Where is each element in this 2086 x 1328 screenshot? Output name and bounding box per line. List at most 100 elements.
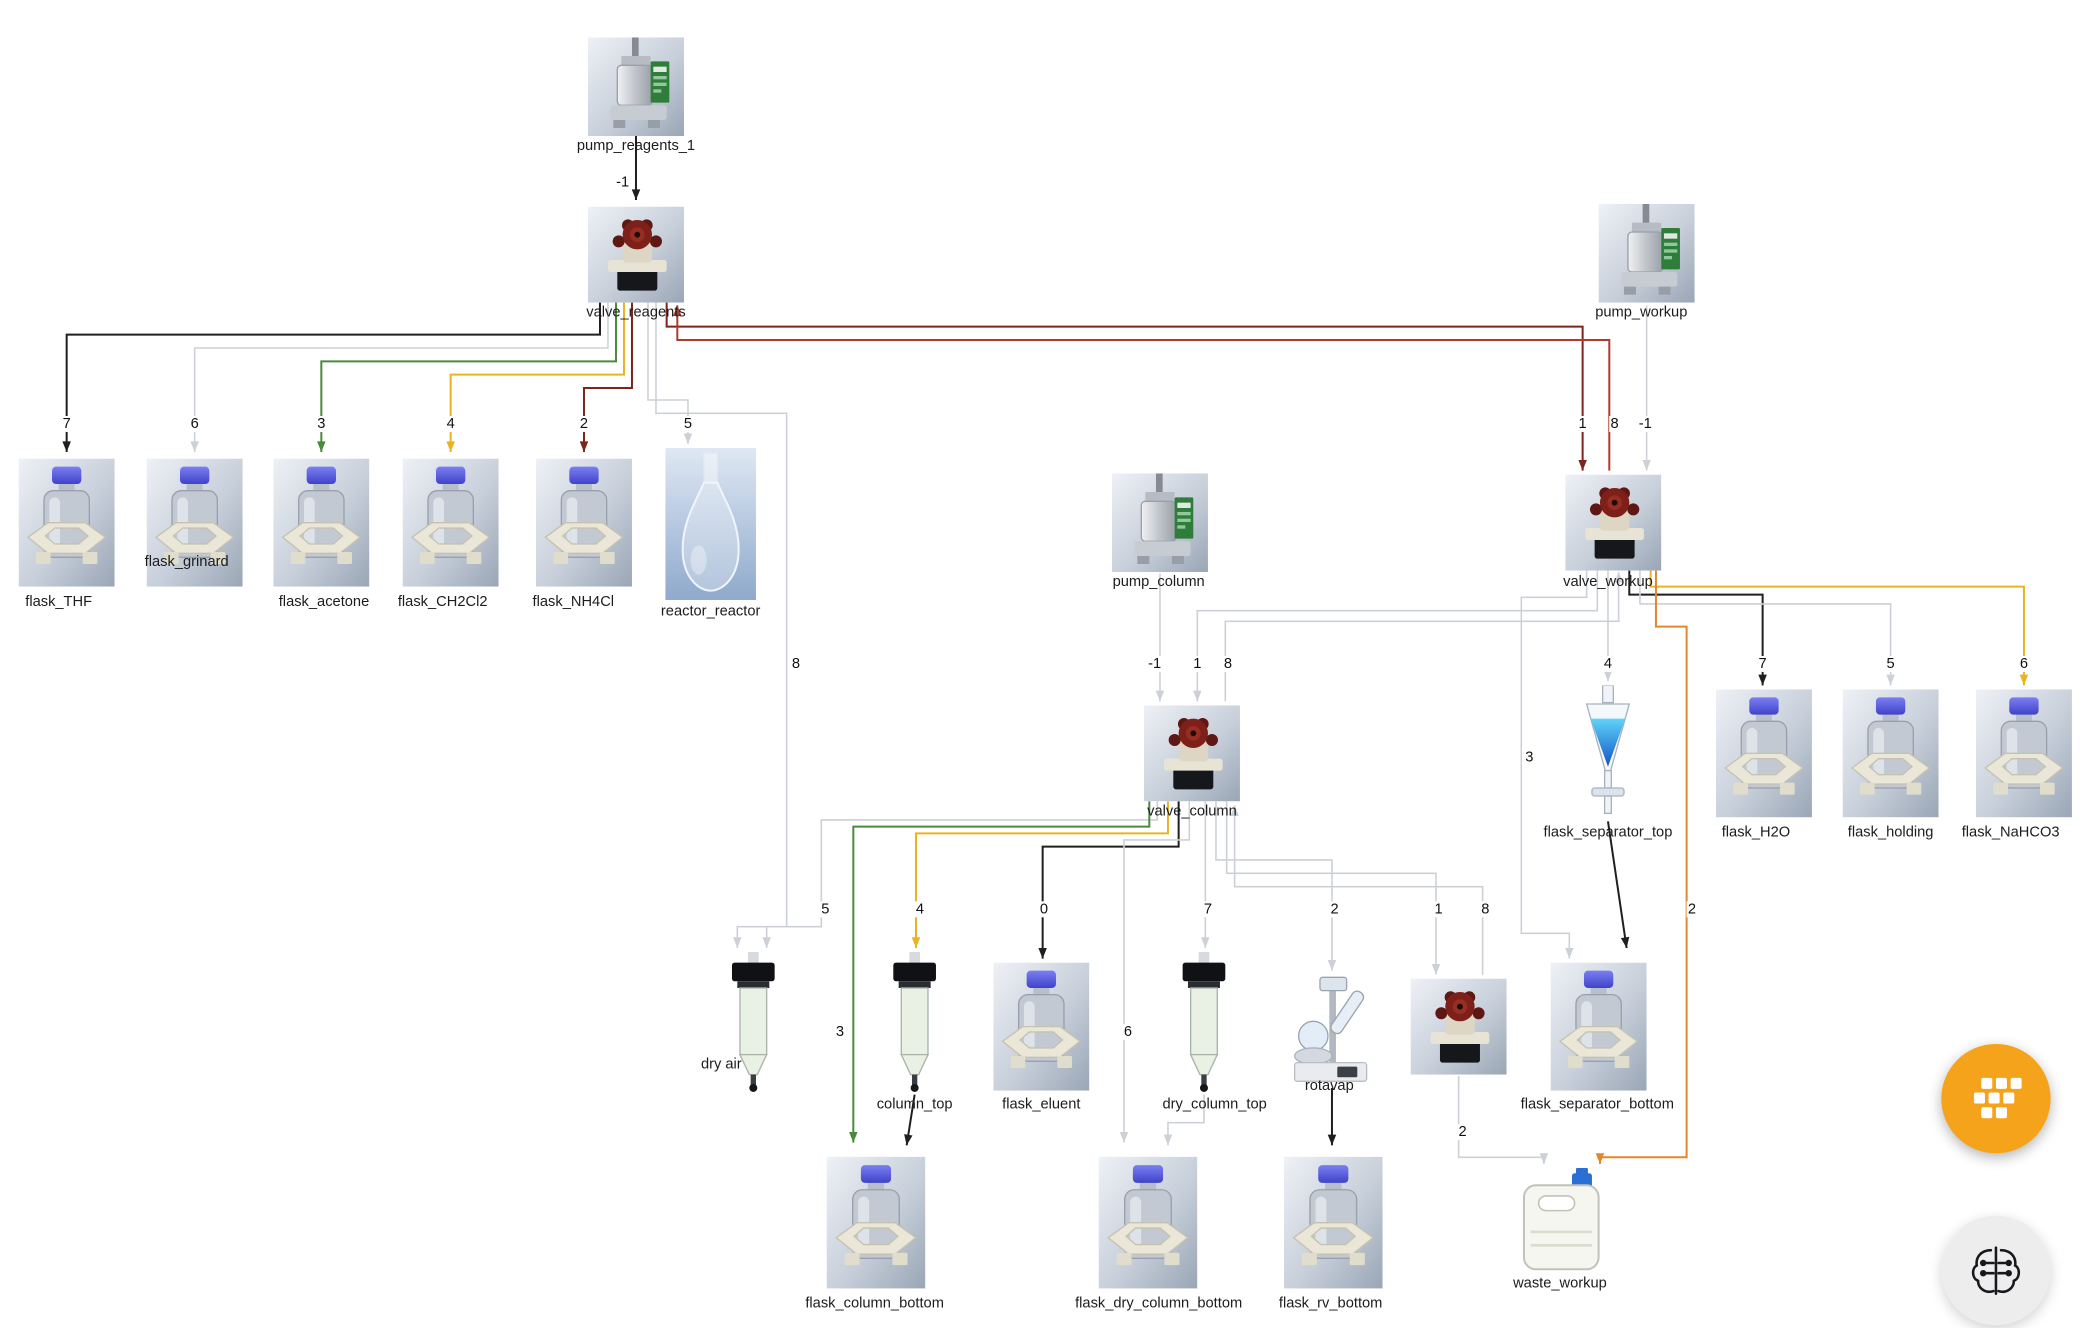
edge-arrow <box>1614 571 1623 583</box>
edge-label-valve_workup-to-valve_reagents: 8 <box>1609 415 1621 432</box>
edge-label-valve_reagents-to-flask_grinard: 6 <box>189 415 201 432</box>
edge-label-valve_column-to-column_top: 4 <box>914 901 926 918</box>
node-rotavap[interactable] <box>1290 974 1371 1087</box>
edge-label-valve_workup-to-flask_H2O: 7 <box>1757 655 1769 672</box>
node-flask_grinard[interactable] <box>146 458 243 587</box>
edge-valve_reagents-to-dry_air <box>655 302 788 948</box>
edge-arrow <box>1642 459 1651 471</box>
edge-arrow <box>673 305 682 316</box>
node-flask_NH4Cl[interactable] <box>535 458 632 587</box>
edge-label-pump_column-to-valve_column: -1 <box>1146 655 1163 672</box>
edge-valve_column-to-dry_air <box>765 801 1159 948</box>
edge-valve_workup-to-flask_separator_bottom <box>1520 570 1588 959</box>
edge-arrow <box>631 189 641 200</box>
node-flask_dry_column_bottom[interactable] <box>1098 1152 1198 1293</box>
assistant-button[interactable] <box>1941 1215 2051 1326</box>
edge-arrow <box>1603 670 1613 682</box>
edge-arrow <box>1119 1131 1129 1143</box>
node-flask_NaHCO3[interactable] <box>1975 689 2072 818</box>
node-label-waste_workup: waste_workup <box>1513 1275 1607 1292</box>
node-flask_H2O[interactable] <box>1715 689 1812 818</box>
node-flask_column_bottom[interactable] <box>826 1152 926 1293</box>
node-pump_reagents_1[interactable] <box>587 37 684 136</box>
edge-label-valve_reagents-to-dry_air: 8 <box>790 655 802 672</box>
edge-arrow <box>904 1134 913 1146</box>
edge-arrow <box>1595 1153 1605 1164</box>
node-dry_column_top[interactable] <box>1174 951 1234 1094</box>
node-label-dry_air: dry air <box>700 1056 742 1073</box>
edge-label-valve_reagents-to-flask_CH2Cl2: 4 <box>445 415 457 432</box>
node-pump_column[interactable] <box>1111 473 1208 572</box>
edge-valve_workup-to-flask_H2O <box>1628 570 1764 686</box>
node-valve_column[interactable] <box>1143 705 1240 802</box>
edge-arrow <box>1327 959 1337 971</box>
node-label-valve_workup: valve_workup <box>1563 573 1653 590</box>
node-pump_workup[interactable] <box>1598 203 1695 303</box>
node-label-reactor_reactor: reactor_reactor <box>660 603 761 620</box>
edge-label-valve_workup-to-flask_NaHCO3: 6 <box>2018 655 2030 672</box>
edge-label-valve_column-to-dry_air: 5 <box>819 901 831 918</box>
edge-arrow <box>1886 674 1895 686</box>
edge-arrow <box>1155 690 1165 702</box>
node-valve_reagents[interactable] <box>587 206 684 303</box>
node-flask_rv_bottom[interactable] <box>1283 1152 1383 1293</box>
node-flask_eluent[interactable] <box>993 962 1090 1091</box>
edge-arrow <box>1620 936 1630 948</box>
node-label-rotavap: rotavap <box>1304 1077 1354 1094</box>
edge-valve_workup-to-flask_NaHCO3 <box>1649 570 2025 686</box>
node-flask_holding[interactable] <box>1842 689 1939 818</box>
node-dry_air[interactable] <box>723 951 783 1094</box>
edge-dry_column_top-to-flask_dry_column_bottom <box>1167 1094 1205 1146</box>
edge-label-valve_separator-to-valve_column: 8 <box>1479 901 1491 918</box>
node-label-flask_rv_bottom: flask_rv_bottom <box>1278 1295 1383 1312</box>
node-waste_workup[interactable] <box>1518 1167 1604 1275</box>
node-label-flask_eluent: flask_eluent <box>1002 1096 1081 1113</box>
edge-label-pump_workup-to-valve_workup: -1 <box>1637 415 1654 432</box>
edge-flask_separator_top-to-flask_separator_bottom <box>1606 821 1628 949</box>
edge-label-valve_column-to-flask_column_bottom: 3 <box>834 1023 846 1040</box>
node-label-valve_reagents: valve_reagents <box>586 304 686 321</box>
node-label-valve_column: valve_column <box>1147 803 1237 820</box>
edge-label-valve_workup-to-valve_column: 1 <box>1191 655 1203 672</box>
edge-label-valve_column-to-dry_column_top: 7 <box>1202 901 1214 918</box>
edge-arrow <box>733 937 742 948</box>
edge-label-valve_workup-to-waste_workup: 2 <box>1686 901 1698 918</box>
edge-label-valve_reagents-to-flask_acetone: 3 <box>315 415 327 432</box>
edge-label-valve_workup-to-flask_separator_bottom: 3 <box>1523 749 1535 766</box>
node-label-pump_reagents_1: pump_reagents_1 <box>576 137 696 154</box>
node-valve_workup[interactable] <box>1565 474 1662 571</box>
node-label-flask_holding: flask_holding <box>1847 824 1934 841</box>
edge-arrow <box>62 441 71 452</box>
node-label-flask_column_bottom: flask_column_bottom <box>805 1295 944 1312</box>
node-flask_separator_bottom[interactable] <box>1550 962 1647 1091</box>
edge-arrow <box>1327 1134 1337 1146</box>
edge-arrow <box>762 937 771 948</box>
brain-icon <box>1971 1246 2021 1295</box>
edge-label-valve_reagents-to-reactor_reactor: 5 <box>682 415 694 432</box>
node-label-flask_separator_bottom: flask_separator_bottom <box>1520 1096 1674 1113</box>
edge-valve_column-to-flask_column_bottom <box>852 801 1151 1143</box>
node-flask_THF[interactable] <box>18 458 115 587</box>
edge-arrow <box>911 937 921 948</box>
edge-valve_separator-to-valve_column <box>1233 805 1484 975</box>
edge-label-valve_column-to-rotavap: 2 <box>1329 901 1341 918</box>
apps-launcher-button[interactable] <box>1941 1043 2051 1154</box>
node-flask_separator_top[interactable] <box>1575 685 1640 822</box>
edge-valve_column-to-column_top <box>914 801 1169 948</box>
edge-arrow <box>1193 690 1202 702</box>
node-reactor_reactor[interactable] <box>665 447 756 600</box>
node-label-flask_NH4Cl: flask_NH4Cl <box>532 593 615 610</box>
node-label-flask_dry_column_bottom: flask_dry_column_bottom <box>1075 1295 1243 1312</box>
node-flask_acetone[interactable] <box>273 458 370 587</box>
edge-arrow <box>1163 1134 1173 1146</box>
edge-label-valve_column-to-valve_separator: 1 <box>1433 901 1445 918</box>
node-flask_CH2Cl2[interactable] <box>402 458 499 587</box>
edge-arrow <box>1539 1153 1549 1164</box>
node-column_top[interactable] <box>885 951 944 1094</box>
node-label-pump_column: pump_column <box>1112 573 1205 590</box>
node-label-dry_column_top: dry_column_top <box>1162 1096 1267 1113</box>
edge-label-valve_workup-to-flask_separator_top: 4 <box>1602 655 1614 672</box>
node-valve_separator[interactable] <box>1410 978 1507 1075</box>
